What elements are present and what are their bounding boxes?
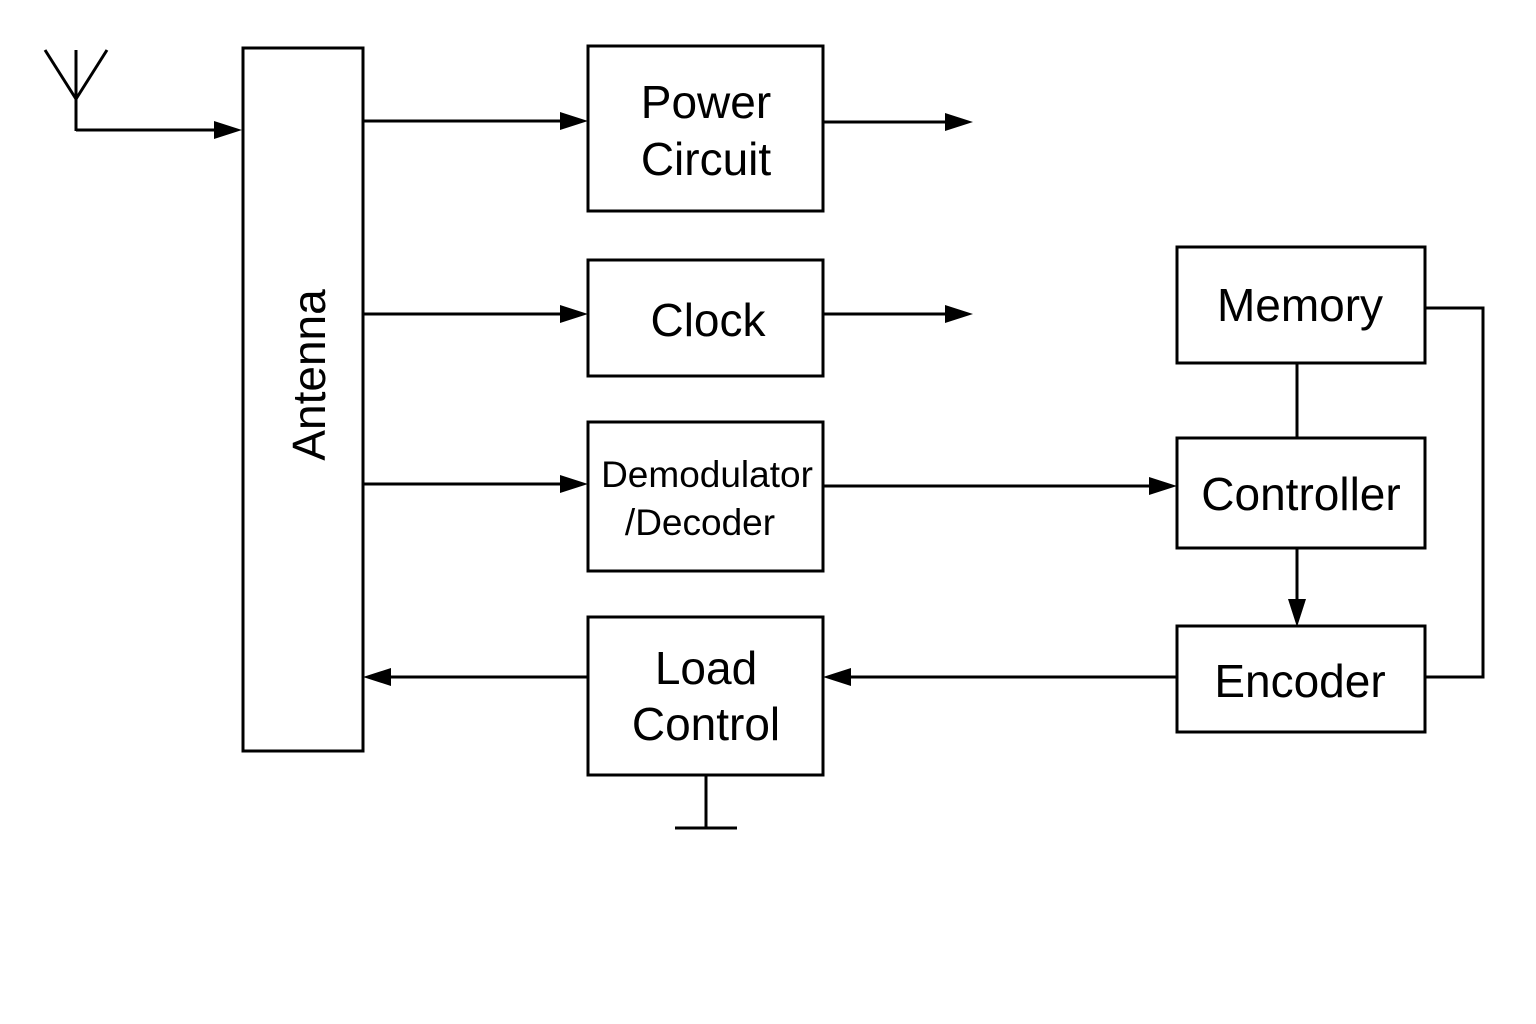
clock-output-arrow xyxy=(823,305,973,323)
antenna-icon xyxy=(43,49,109,131)
power-output-arrow xyxy=(823,113,973,131)
antenna-block: Antenna xyxy=(241,46,365,753)
clock-label: Clock xyxy=(650,294,766,346)
antenna-to-demodulator-arrow xyxy=(363,475,588,493)
controller-to-encoder-arrow xyxy=(1288,548,1306,627)
controller-block: Controller xyxy=(1175,436,1427,550)
ground-icon xyxy=(675,775,737,830)
demodulator-decoder-block: Demodulator /Decoder xyxy=(586,420,825,573)
load-control-block: Load Control xyxy=(586,615,825,777)
antenna-to-clock-arrow xyxy=(363,305,588,323)
antenna-feed-line xyxy=(76,121,242,139)
controller-label: Controller xyxy=(1201,468,1400,520)
encoder-block: Encoder xyxy=(1175,624,1427,734)
clock-block: Clock xyxy=(586,258,825,378)
antenna-to-power-arrow xyxy=(363,112,588,130)
memory-label: Memory xyxy=(1217,279,1383,331)
power-circuit-block: Power Circuit xyxy=(586,44,825,213)
demodulator-label-line1: Demodulator xyxy=(601,454,813,495)
power-circuit-label-line2: Circuit xyxy=(641,133,772,185)
encoder-label: Encoder xyxy=(1214,655,1385,707)
memory-block: Memory xyxy=(1175,245,1427,365)
demodulator-label-line2: /Decoder xyxy=(625,502,775,543)
load-control-to-antenna-arrow xyxy=(363,668,588,686)
memory-to-encoder-link xyxy=(1425,306,1485,679)
antenna-label: Antenna xyxy=(283,289,335,461)
demodulator-to-controller-arrow xyxy=(823,477,1177,495)
load-control-label-line1: Load xyxy=(655,642,757,694)
power-circuit-label-line1: Power xyxy=(641,76,771,128)
encoder-to-load-control-arrow xyxy=(823,668,1177,686)
load-control-label-line2: Control xyxy=(632,698,780,750)
